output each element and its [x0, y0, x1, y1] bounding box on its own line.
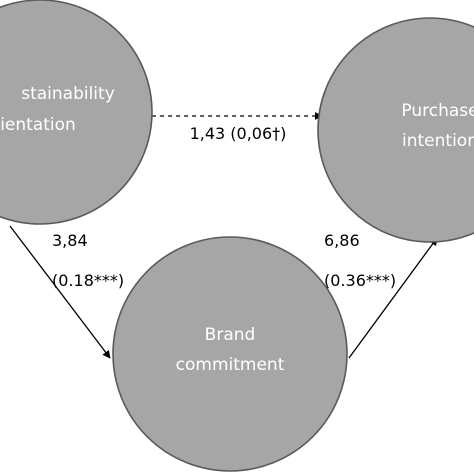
- brand-to-pi-se: (0.36***): [324, 271, 396, 290]
- node-brand-commitment: Brand commitment: [112, 236, 348, 472]
- so-to-brand-coef: 3,84: [52, 231, 88, 250]
- node-sustainability-line2: ientation: [0, 115, 76, 135]
- node-sustainability-orientation: stainability ientation: [0, 0, 153, 225]
- direct-effect-label: 1,43 (0,06†): [190, 124, 287, 143]
- node-purchase-intention: Purchase intention: [317, 17, 474, 243]
- node-purchase-line1: Purchase: [401, 101, 474, 121]
- node-purchase-line2: intention: [402, 131, 474, 151]
- so-to-brand-arrow: [9, 225, 111, 359]
- node-sustainability-line1: stainability: [21, 84, 115, 104]
- brand-to-pi-arrow: [348, 237, 438, 359]
- node-brand-line2: commitment: [176, 355, 285, 375]
- brand-to-pi-coef: 6,86: [324, 231, 360, 250]
- so-to-brand-se: (0.18***): [52, 271, 124, 290]
- node-brand-line1: Brand: [205, 325, 256, 345]
